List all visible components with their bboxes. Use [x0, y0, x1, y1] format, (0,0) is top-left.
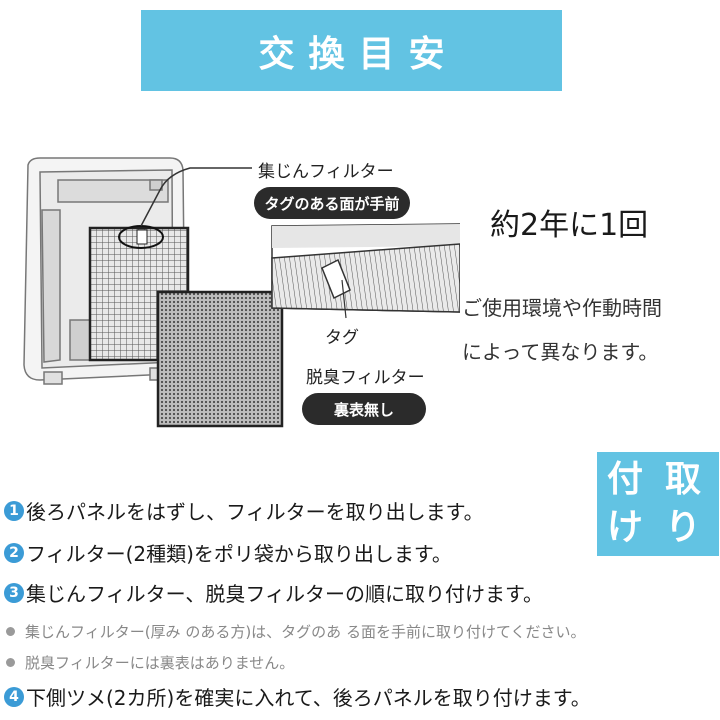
step-number-icon: 3	[4, 582, 24, 603]
bullet-icon	[6, 627, 15, 636]
sub-note-1: 集じんフィルター(厚み のある方)は、タグのあ る面を手前に取り付けてください。	[6, 621, 586, 642]
installation-badge: 付 取 け り	[597, 452, 719, 556]
step-text: フィルター(2種類)をポリ袋から取り出します。	[26, 542, 452, 566]
deodor-filter-shape	[156, 290, 284, 428]
deodor-filter-pill: 裏表無し	[302, 393, 426, 425]
usage-note-line1: ご使用環境や作動時間	[462, 296, 662, 320]
usage-note-line2: によって異なります。	[462, 340, 659, 364]
dust-filter-label: 集じんフィルター	[258, 162, 394, 182]
step-3: 3 集じんフィルター、脱臭フィルターの順に取り付けます。	[4, 578, 543, 607]
sub-note-text: 集じんフィルター(厚み のある方)は、タグのあ る面を手前に取り付けてください。	[25, 623, 586, 641]
purifier-illustration	[23, 157, 460, 428]
step-number-icon: 4	[4, 686, 24, 707]
step-number-icon: 2	[4, 542, 24, 563]
deodor-filter-label: 脱臭フィルター	[306, 368, 425, 388]
badge-char: 取	[665, 459, 702, 500]
tag-closeup	[271, 223, 460, 319]
tag-label: タグ	[325, 328, 359, 348]
step-text: 下側ツメ(2カ所)を確実に入れて、後ろパネルを取り付けます。	[26, 686, 591, 710]
step-number-icon: 1	[4, 500, 24, 521]
step-text: 集じんフィルター、脱臭フィルターの順に取り付けます。	[26, 582, 543, 606]
page-title: 交換目安	[258, 33, 459, 75]
badge-char: け	[607, 507, 644, 548]
step-1: 1 後ろパネルをはずし、フィルターを取り出します。	[4, 496, 484, 525]
step-4: 4 下側ツメ(2カ所)を確実に入れて、後ろパネルを取り付けます。	[4, 682, 591, 711]
step-text: 後ろパネルをはずし、フィルターを取り出します。	[26, 500, 484, 524]
badge-char: 付	[607, 459, 644, 500]
sub-note-text: 脱臭フィルターには裏表はありません。	[25, 654, 295, 672]
bullet-icon	[6, 658, 15, 667]
step-2: 2 フィルター(2種類)をポリ袋から取り出します。	[4, 538, 452, 567]
sub-note-2: 脱臭フィルターには裏表はありません。	[6, 652, 294, 673]
dust-filter-tag-pill: タグのある面が手前	[254, 187, 410, 219]
replacement-frequency: 約2年に1回	[490, 208, 649, 243]
header-banner: 交換目安	[141, 10, 562, 91]
badge-char: り	[665, 507, 702, 548]
